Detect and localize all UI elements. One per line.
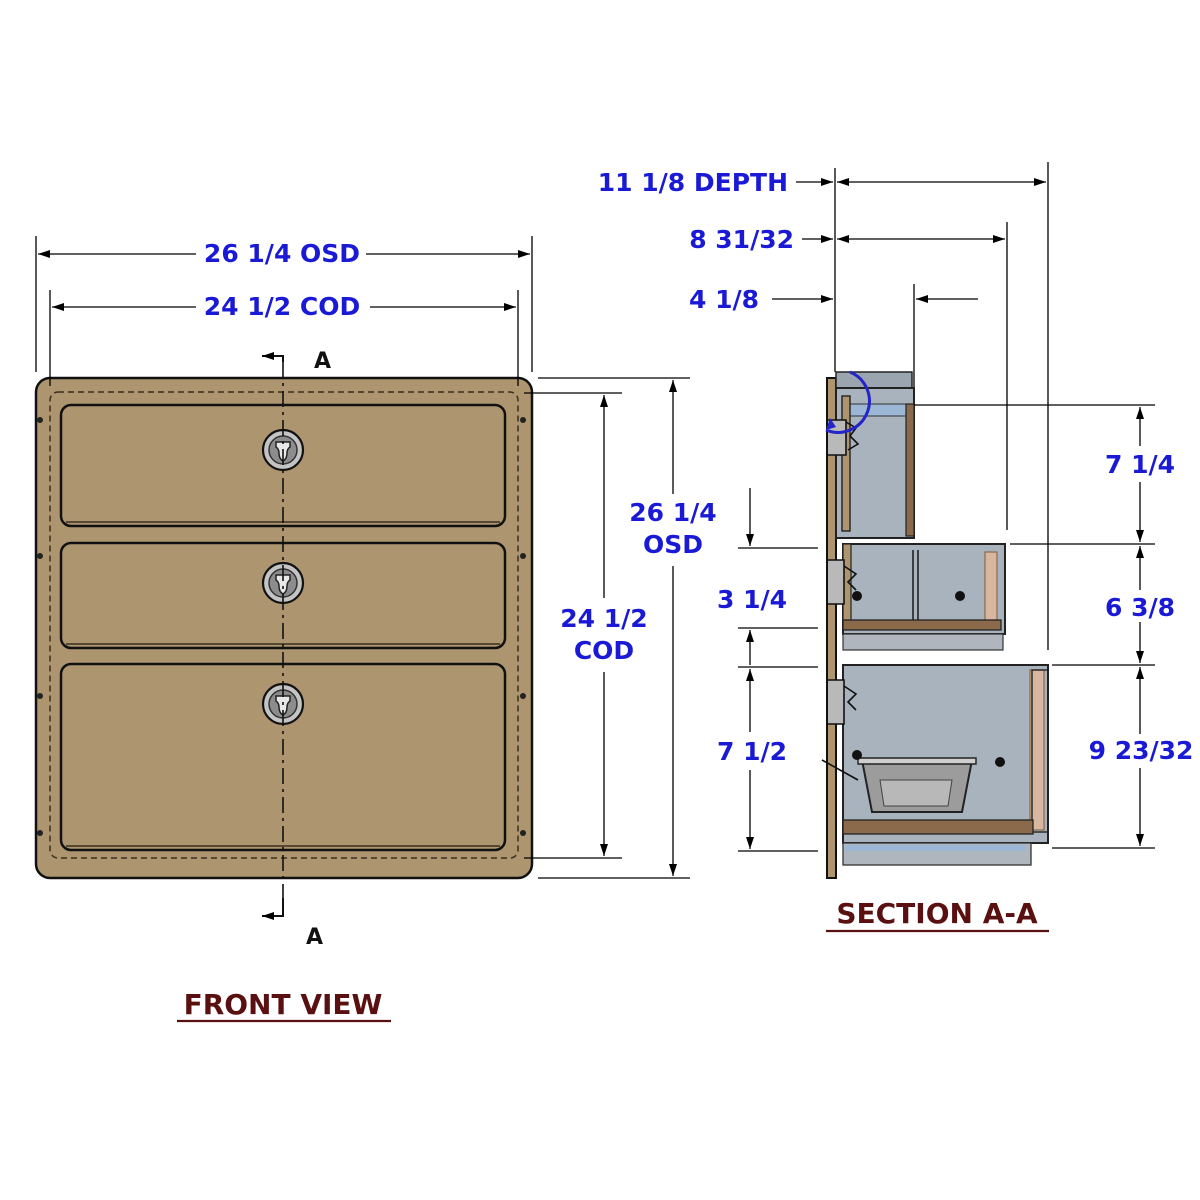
- section-marker-top: A: [314, 349, 331, 374]
- section-view: 11 1/8 DEPTH 8 31/32 4 1/8: [598, 162, 1194, 933]
- section-depth-dims: [772, 178, 1046, 303]
- mounting-holes: [37, 417, 526, 836]
- dim-depth-mid: 8 31/32: [689, 225, 794, 254]
- dim-drawer-3-height: 9 23/32: [1089, 736, 1194, 765]
- section-right-dims: [914, 404, 1155, 849]
- section-marker-bottom: A: [306, 925, 323, 950]
- latch-handle-icon: [261, 561, 305, 605]
- section-extension-lines: [834, 162, 1049, 650]
- dim-osd-height-unit: OSD: [643, 530, 703, 559]
- drawer-3-section: [821, 664, 1049, 866]
- section-view-label: SECTION A-A: [836, 897, 1038, 930]
- dim-drawer-3-left: 7 1/2: [717, 737, 787, 766]
- front-height-dims: [524, 377, 690, 879]
- dim-osd-width: 26 1/4 OSD: [204, 239, 360, 268]
- dim-cod-height-value: 24 1/2: [560, 604, 647, 633]
- drawer-1-section: [825, 370, 915, 539]
- detail-circle-icon: [825, 370, 871, 434]
- dim-depth-front: 4 1/8: [689, 285, 759, 314]
- dim-depth: 11 1/8 DEPTH: [598, 168, 788, 197]
- face-flange: [826, 377, 837, 879]
- dim-drawer-2-height: 6 3/8: [1105, 593, 1175, 622]
- section-cut-line: [262, 352, 284, 920]
- section-left-dims: [738, 488, 818, 852]
- cutout-outline: [49, 391, 519, 859]
- dim-cod-height-unit: COD: [574, 636, 634, 665]
- front-view: A A 26 1/4 OSD 24 1/2 COD 26 1/4 OSD: [34, 236, 717, 1023]
- dim-drawer-1-height: 7 1/4: [1105, 450, 1175, 479]
- dim-osd-height-value: 26 1/4: [629, 498, 716, 527]
- drawer-2-section: [828, 543, 1006, 651]
- dim-cod-width: 24 1/2 COD: [204, 292, 360, 321]
- front-width-dims: [35, 236, 533, 386]
- front-view-label: FRONT VIEW: [184, 988, 383, 1021]
- dim-gap-left: 3 1/4: [717, 585, 787, 614]
